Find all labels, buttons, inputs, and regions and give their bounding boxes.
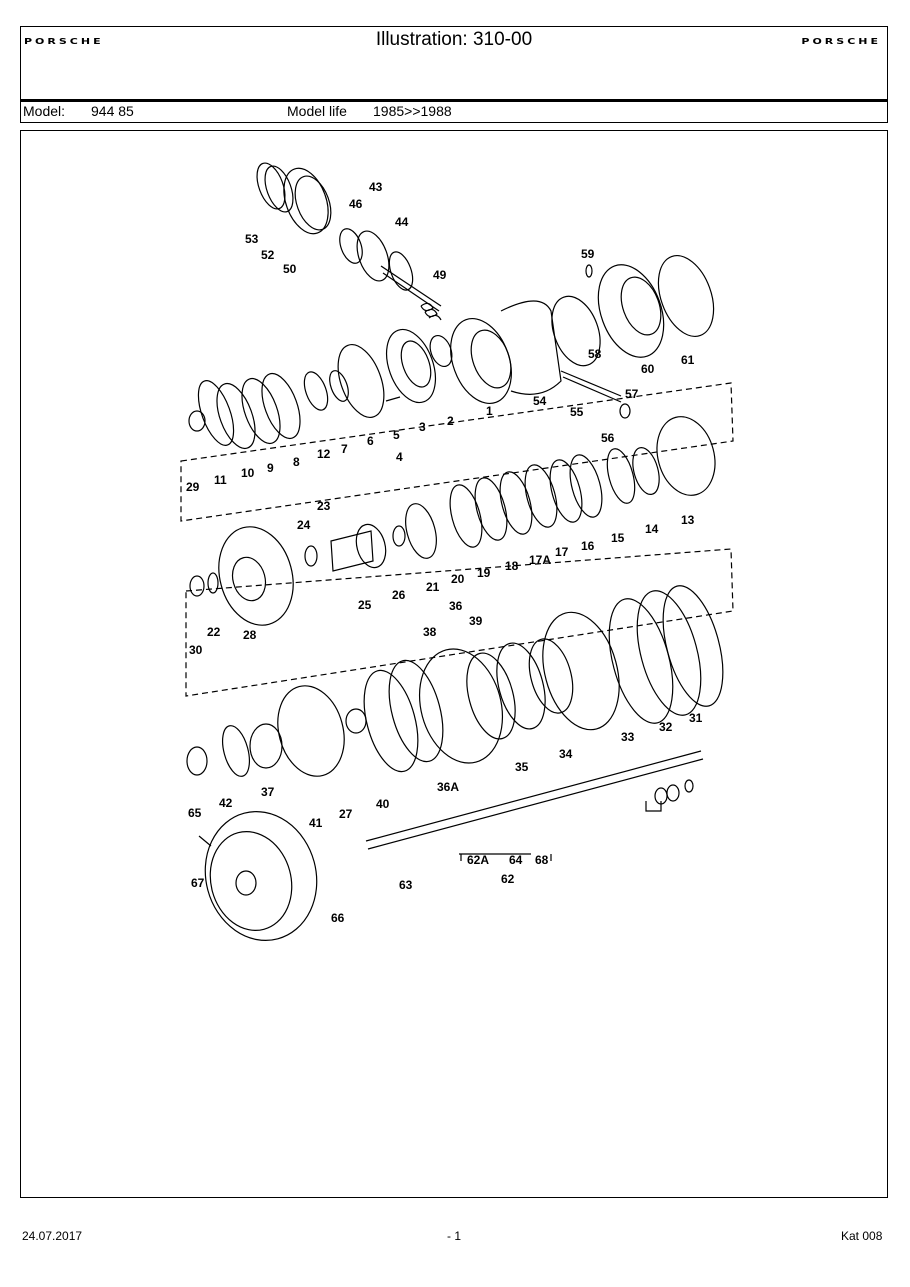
callout-22-top: 22 bbox=[207, 625, 221, 639]
callout-36A: 36A bbox=[437, 780, 459, 794]
callout-40: 40 bbox=[376, 797, 390, 811]
header-rule bbox=[20, 99, 888, 102]
model-bar: Model: 944 85 Model life 1985>>1988 bbox=[20, 102, 888, 123]
callout-65: 65 bbox=[188, 806, 202, 820]
callout-18: 18 bbox=[505, 559, 519, 573]
callout-67: 67 bbox=[191, 876, 205, 890]
callout-59: 59 bbox=[581, 247, 595, 261]
callout-35-right: 35 bbox=[515, 760, 529, 774]
parts-drawing-svg: 53 52 50 46 43 44 49 59 60 61 58 54 55 5… bbox=[180, 162, 734, 941]
callout-68: 68 bbox=[535, 853, 549, 867]
porsche-logo-right: PORSCHE bbox=[801, 37, 881, 47]
callout-38: 38 bbox=[423, 625, 437, 639]
callout-17A: 17A bbox=[529, 553, 551, 567]
callout-62: 62 bbox=[501, 872, 515, 886]
callout-37: 37 bbox=[261, 785, 275, 799]
callout-11: 11 bbox=[214, 473, 227, 487]
callout-3: 3 bbox=[419, 420, 426, 434]
callout-32: 32 bbox=[659, 720, 673, 734]
callout-58: 58 bbox=[588, 347, 602, 361]
model-value: 944 85 bbox=[91, 103, 134, 119]
callout-26: 26 bbox=[392, 588, 406, 602]
callout-50: 50 bbox=[283, 262, 297, 276]
callout-14: 14 bbox=[645, 522, 659, 536]
callout-21: 21 bbox=[426, 580, 440, 594]
callout-61: 61 bbox=[681, 353, 695, 367]
callout-63: 63 bbox=[399, 878, 413, 892]
model-life-value: 1985>>1988 bbox=[373, 103, 452, 119]
callout-55: 55 bbox=[570, 405, 584, 419]
callout-9: 9 bbox=[267, 461, 274, 475]
callout-20: 20 bbox=[451, 572, 465, 586]
callout-66: 66 bbox=[331, 911, 345, 925]
callout-15: 15 bbox=[611, 531, 625, 545]
callout-53: 53 bbox=[245, 232, 259, 246]
callout-12: 12 bbox=[317, 447, 331, 461]
callout-49: 49 bbox=[433, 268, 447, 282]
footer-page-number: - 1 bbox=[447, 1229, 462, 1243]
callout-1: 1 bbox=[486, 404, 493, 418]
exploded-parts-drawing: 53 52 50 46 43 44 49 59 60 61 58 54 55 5… bbox=[20, 130, 888, 1198]
callout-33: 33 bbox=[621, 730, 635, 744]
callout-62A: 62A bbox=[467, 853, 489, 867]
callout-34: 34 bbox=[559, 747, 573, 761]
callout-64: 64 bbox=[509, 853, 523, 867]
callout-30: 30 bbox=[189, 643, 203, 657]
model-label: Model: bbox=[23, 103, 66, 119]
callout-46: 46 bbox=[349, 197, 363, 211]
callout-2: 2 bbox=[447, 414, 454, 428]
callout-52: 52 bbox=[261, 248, 275, 262]
callout-41: 41 bbox=[309, 816, 323, 830]
callout-25: 25 bbox=[358, 598, 372, 612]
callout-19: 19 bbox=[477, 566, 491, 580]
callout-39: 39 bbox=[469, 614, 483, 628]
callout-10: 10 bbox=[241, 466, 255, 480]
callout-4: 4 bbox=[396, 450, 403, 464]
callout-23: 23 bbox=[317, 499, 331, 513]
callout-31: 31 bbox=[689, 711, 703, 725]
callout-13: 13 bbox=[681, 513, 695, 527]
callout-44: 44 bbox=[395, 215, 409, 229]
footer-date: 24.07.2017 bbox=[22, 1229, 83, 1243]
callout-16: 16 bbox=[581, 539, 595, 553]
callout-60: 60 bbox=[641, 362, 655, 376]
porsche-logo-left: PORSCHE bbox=[24, 37, 104, 47]
callout-17: 17 bbox=[555, 545, 569, 559]
callout-57: 57 bbox=[625, 387, 639, 401]
callout-42: 42 bbox=[219, 796, 233, 810]
callout-56: 56 bbox=[601, 431, 615, 445]
callout-8: 8 bbox=[293, 455, 300, 469]
callout-5: 5 bbox=[393, 428, 400, 442]
model-life-label: Model life bbox=[287, 103, 347, 119]
callout-54: 54 bbox=[533, 394, 547, 408]
callout-28: 28 bbox=[243, 628, 257, 642]
callout-24: 24 bbox=[297, 518, 311, 532]
header-box: PORSCHE Illustration: 310-00 PORSCHE bbox=[20, 26, 888, 100]
callout-6: 6 bbox=[367, 434, 374, 448]
callout-29: 29 bbox=[186, 480, 200, 494]
footer-catalog: Kat 008 bbox=[841, 1229, 883, 1243]
callout-27: 27 bbox=[339, 807, 353, 821]
callout-36: 36 bbox=[449, 599, 463, 613]
illustration-title: Illustration: 310-00 bbox=[375, 29, 533, 50]
callout-7: 7 bbox=[341, 442, 348, 456]
callout-43: 43 bbox=[369, 180, 383, 194]
